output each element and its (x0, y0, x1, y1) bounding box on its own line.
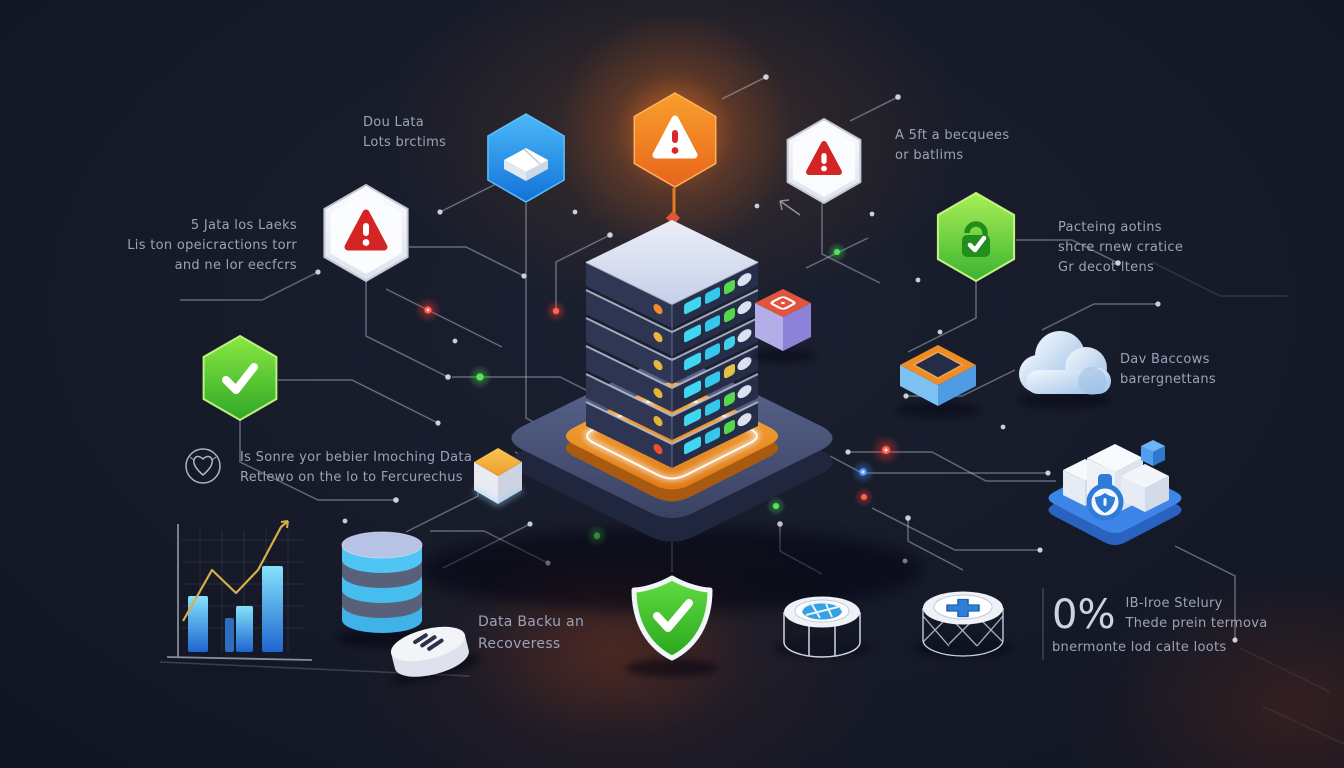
success-hexagon (202, 334, 278, 422)
graduation-cap-icon (504, 148, 548, 181)
warning-triangle-icon (806, 141, 842, 175)
plus-disc-icon (913, 591, 1013, 657)
label-line: A 5ft a becquees (895, 128, 1010, 143)
label-line: shcre rnew cratice (1058, 240, 1184, 256)
stat-line: IB-Iroe Stelury (1125, 596, 1223, 611)
cloud-icon (1019, 331, 1111, 408)
label-line: Dou Lata (363, 115, 425, 130)
alert-hexagon-top (633, 92, 717, 188)
label-top-right: A 5ft a becquees or batlims (895, 126, 1009, 166)
bar-chart-icon (166, 520, 313, 661)
yellow-cube-icon (473, 448, 523, 506)
server-lights (684, 273, 752, 455)
stat-block: 0% IB-Iroe Stelury Thede prein termova b… (1052, 594, 1268, 658)
warning-triangle-icon (344, 209, 388, 251)
stat-line: bnermonte lod calte loots (1052, 640, 1227, 655)
label-line: Lis ton opeicractions torr (127, 238, 297, 254)
stat-value: 0% (1052, 592, 1116, 638)
checkmark-icon (222, 363, 258, 394)
label-cloud: Dav Baccows barergnettans (1120, 350, 1216, 390)
globe-glyph (801, 601, 843, 620)
server-tower-icon (585, 220, 759, 468)
label-line: Recoveress (478, 635, 561, 652)
warning-hexagon-right (786, 117, 862, 205)
server-platform (422, 188, 922, 612)
label-backup: Data Backu an Recoveress (478, 612, 584, 655)
label-data-loss: Dou Lata Lots brctims (363, 113, 446, 153)
server-top-face (586, 220, 758, 304)
label-heart: Is Sonre yor bebier Imoching Data Retlew… (240, 448, 472, 488)
label-line: Dav Baccows (1120, 352, 1210, 367)
label-right-lock: Pacteing aotins shcre rnew cratice Gr de… (1058, 218, 1183, 278)
eraser-cylinder-icon (390, 626, 481, 683)
red-glow-dot (415, 297, 901, 507)
warning-hexagon-left (323, 183, 409, 283)
purple-cube-icon (751, 289, 815, 363)
server-status-dots (653, 304, 663, 455)
label-line: Gr decot ltens (1058, 260, 1155, 276)
trend-line (182, 520, 289, 622)
blue-glow-dot (851, 460, 875, 484)
shield-check-icon (626, 575, 718, 677)
plus-glyph (946, 598, 980, 618)
warning-triangle-icon (652, 115, 698, 159)
label-line: barergnettans (1120, 372, 1216, 388)
heart-circle-icon (185, 448, 221, 484)
label-line: or batlims (895, 148, 964, 164)
label-left-warning: 5 Jata los Laeks Lis ton opeicractions t… (117, 216, 297, 276)
security-hexagon (936, 191, 1016, 283)
lock-badge-icon (1086, 474, 1124, 521)
globe-disc-icon (774, 596, 870, 658)
label-line: 5 Jata los Laeks (190, 218, 297, 233)
padlock-check-icon (962, 221, 990, 257)
label-line: Data Backu an (478, 614, 585, 630)
label-line: Is Sonre yor bebier Imoching Data (240, 450, 473, 465)
stat-line: Thede prein termova (1125, 615, 1268, 631)
education-hexagon (487, 113, 565, 203)
label-line: Lots brctims (363, 135, 447, 151)
database-stack-icon (337, 531, 447, 648)
secure-storage-icon (1048, 440, 1182, 545)
label-line: Pacteing aotins (1058, 220, 1162, 235)
label-line: and ne lor eecfcrs (174, 258, 297, 274)
label-line: Retlewo on the lo to Fercurechus (240, 470, 463, 486)
open-box-icon (896, 345, 980, 418)
